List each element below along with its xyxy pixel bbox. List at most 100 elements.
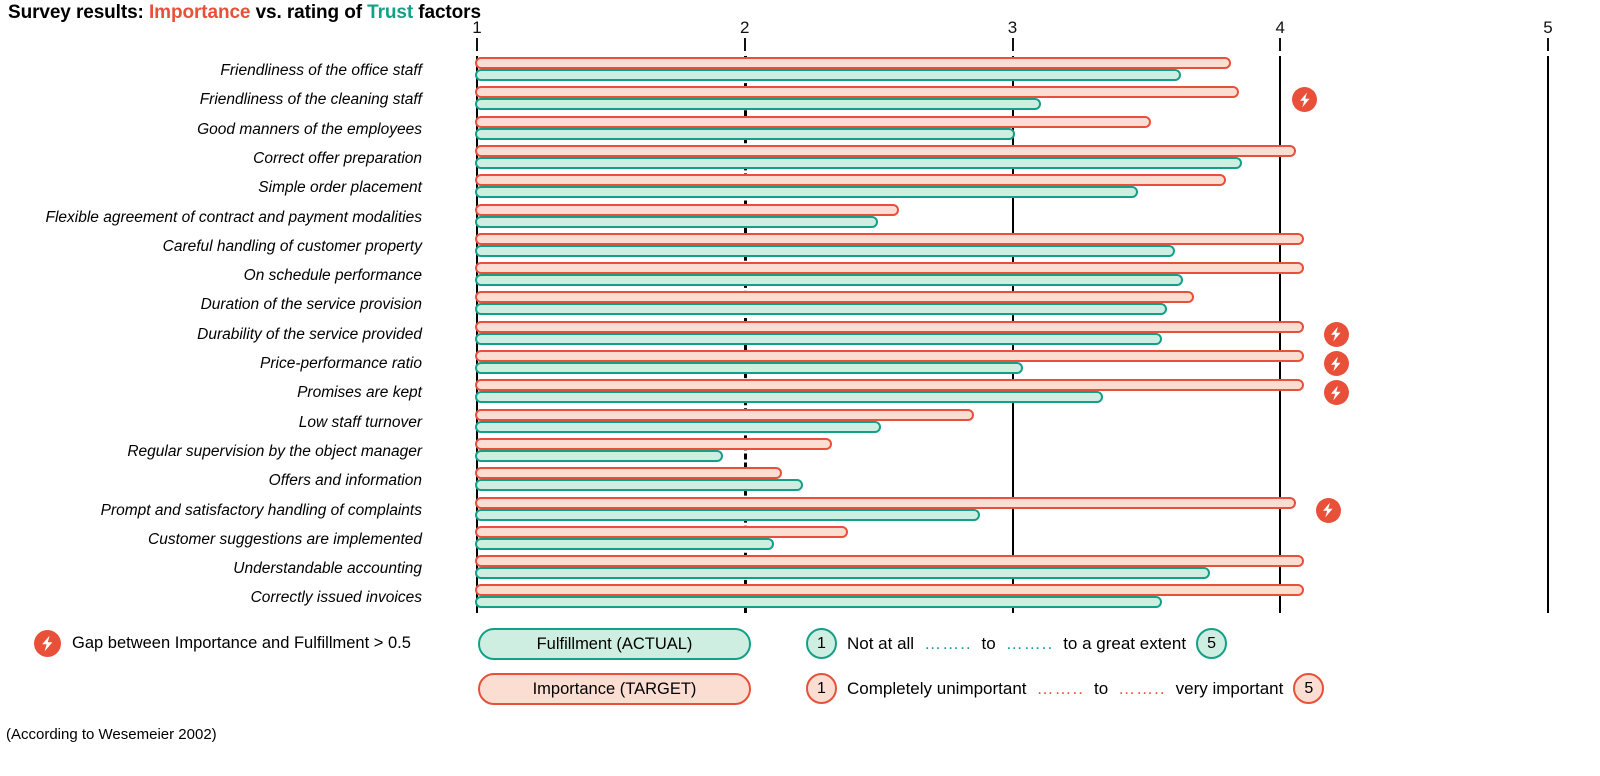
fulfillment-bar [475,332,1162,345]
importance-bar [475,291,1194,304]
importance-bar [475,86,1240,99]
legend-gap-text: Gap between Importance and Fulfillment >… [72,634,411,652]
lightning-bolt-icon [1323,321,1349,347]
row-label: On schedule performance [243,267,422,285]
row-label: Good manners of the employees [197,120,422,138]
chart-row: Careful handling of customer property [163,232,1548,261]
title-trust-word: Trust [367,2,414,23]
chart-row: Low staff turnover [299,408,1548,437]
fulfillment-bar [475,186,1138,199]
row-label: Low staff turnover [298,413,422,431]
fulfillment-bar [475,215,878,228]
importance-bar [475,203,900,216]
importance-bar [475,57,1232,69]
importance-bar [475,584,1304,597]
title-prefix: Survey results: [8,2,149,23]
chart-row: Friendliness of the office staff [220,56,1548,85]
fulfillment-bar [475,156,1243,169]
axis-label-2: 2 [740,18,750,37]
importance-bar [475,555,1304,568]
lightning-bolt-icon [1323,351,1349,376]
legend-scale-importance: 1 Completely unimportant …….. to …….. ve… [806,673,1325,704]
axis-tick-1 [476,38,478,51]
importance-bar [475,496,1296,509]
fulfillment-bar [475,362,1023,374]
chart-row: Price-performance ratio [260,349,1548,378]
row-label: Simple order placement [258,179,422,197]
title-suffix: factors [413,2,481,23]
chart-row: Regular supervision by the object manage… [127,437,1548,466]
chart-row: Correct offer preparation [253,144,1548,173]
chart-row: Duration of the service provision [201,290,1548,319]
row-label: Friendliness of the office staff [220,62,422,79]
lightning-bolt-icon [34,630,61,657]
row-label: Correct offer preparation [253,149,422,167]
chart-row: Understandable accounting [233,554,1548,583]
chart-row: Friendliness of the cleaning staff [200,85,1548,114]
scale-high-text: to a great extent [1063,633,1187,653]
row-label: Duration of the service provision [200,296,422,314]
axis-tick-4 [1279,38,1282,51]
legend-pill-fulfillment-label: Fulfillment (ACTUAL) [536,634,693,653]
chart-row: On schedule performance [244,261,1548,290]
scale-low-circle: 1 [806,673,837,704]
scale-dots-right: …….. [1118,678,1166,698]
fulfillment-bar [475,537,774,550]
chart-legend: Gap between Importance and Fulfillment >… [0,620,1600,720]
source-note: (According to Wesemeier 2002) [6,726,217,743]
scale-low-circle: 1 [806,628,837,659]
scale-low-text: Completely unimportant [847,678,1027,698]
fulfillment-bar [475,274,1184,287]
importance-bar [475,262,1304,275]
axis-tick-5 [1547,38,1549,51]
lightning-bolt-icon [1315,497,1341,523]
importance-bar [475,467,782,480]
importance-bar [475,144,1296,157]
importance-bar [475,320,1304,333]
chart-row: Simple order placement [258,173,1548,202]
fulfillment-bar [475,69,1181,81]
title-middle: vs. rating of [250,2,368,23]
row-label: Understandable accounting [233,560,422,578]
importance-bar [475,115,1152,128]
row-label: Friendliness of the cleaning staff [199,91,422,109]
legend-pill-importance: Importance (TARGET) [478,673,751,705]
chart-row: Prompt and satisfactory handling of comp… [101,496,1548,525]
lightning-bolt-icon [1323,380,1349,406]
fulfillment-bar [475,98,1042,111]
scale-high-text: very important [1175,678,1284,698]
chart-row: Offers and information [269,466,1548,495]
scale-dots-left: …….. [1036,678,1084,698]
title-importance-word: Importance [148,2,251,23]
fulfillment-bar [475,420,881,433]
row-label: Flexible agreement of contract and payme… [45,208,422,226]
scale-dots-right: …….. [1005,633,1054,653]
fulfillment-bar [475,127,1015,140]
fulfillment-bar [475,567,1210,580]
importance-bar [475,408,975,421]
scale-low-text: Not at all [847,633,915,653]
row-label: Correctly issued invoices [250,589,422,607]
legend-pill-importance-label: Importance (TARGET) [532,679,697,698]
gridline-4 [1279,56,1282,613]
legend-pill-fulfillment: Fulfillment (ACTUAL) [478,628,751,660]
fulfillment-bar [475,479,803,492]
fulfillment-bar [475,449,723,462]
chart-row: Flexible agreement of contract and payme… [45,203,1548,232]
importance-bar [475,174,1227,187]
chart-row: Customer suggestions are implemented [148,525,1548,554]
scale-to-word: to [1093,678,1109,698]
importance-bar [475,379,1304,392]
lightning-bolt-icon [1292,87,1317,113]
fulfillment-bar [475,391,1103,404]
page-title: Survey results: Importance vs. rating of… [8,2,481,24]
axis-label-1: 1 [472,18,482,37]
row-label: Durability of the service provided [197,325,422,343]
axis-label-3: 3 [1007,18,1018,37]
scale-to-word: to [981,633,996,653]
scale-high-circle: 5 [1293,673,1325,704]
importance-bar [475,232,1304,245]
row-label: Promises are kept [297,384,422,402]
